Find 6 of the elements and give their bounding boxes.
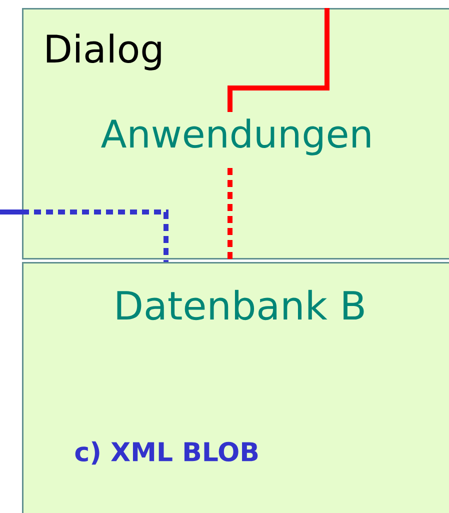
connector-line (0, 210, 168, 262)
label: Dialog (46, 34, 161, 70)
label: Anwendungen (101, 118, 370, 156)
connector-line (228, 8, 330, 262)
label: c) XML BLOB (75, 441, 258, 465)
label: Datenbank B (117, 290, 364, 320)
